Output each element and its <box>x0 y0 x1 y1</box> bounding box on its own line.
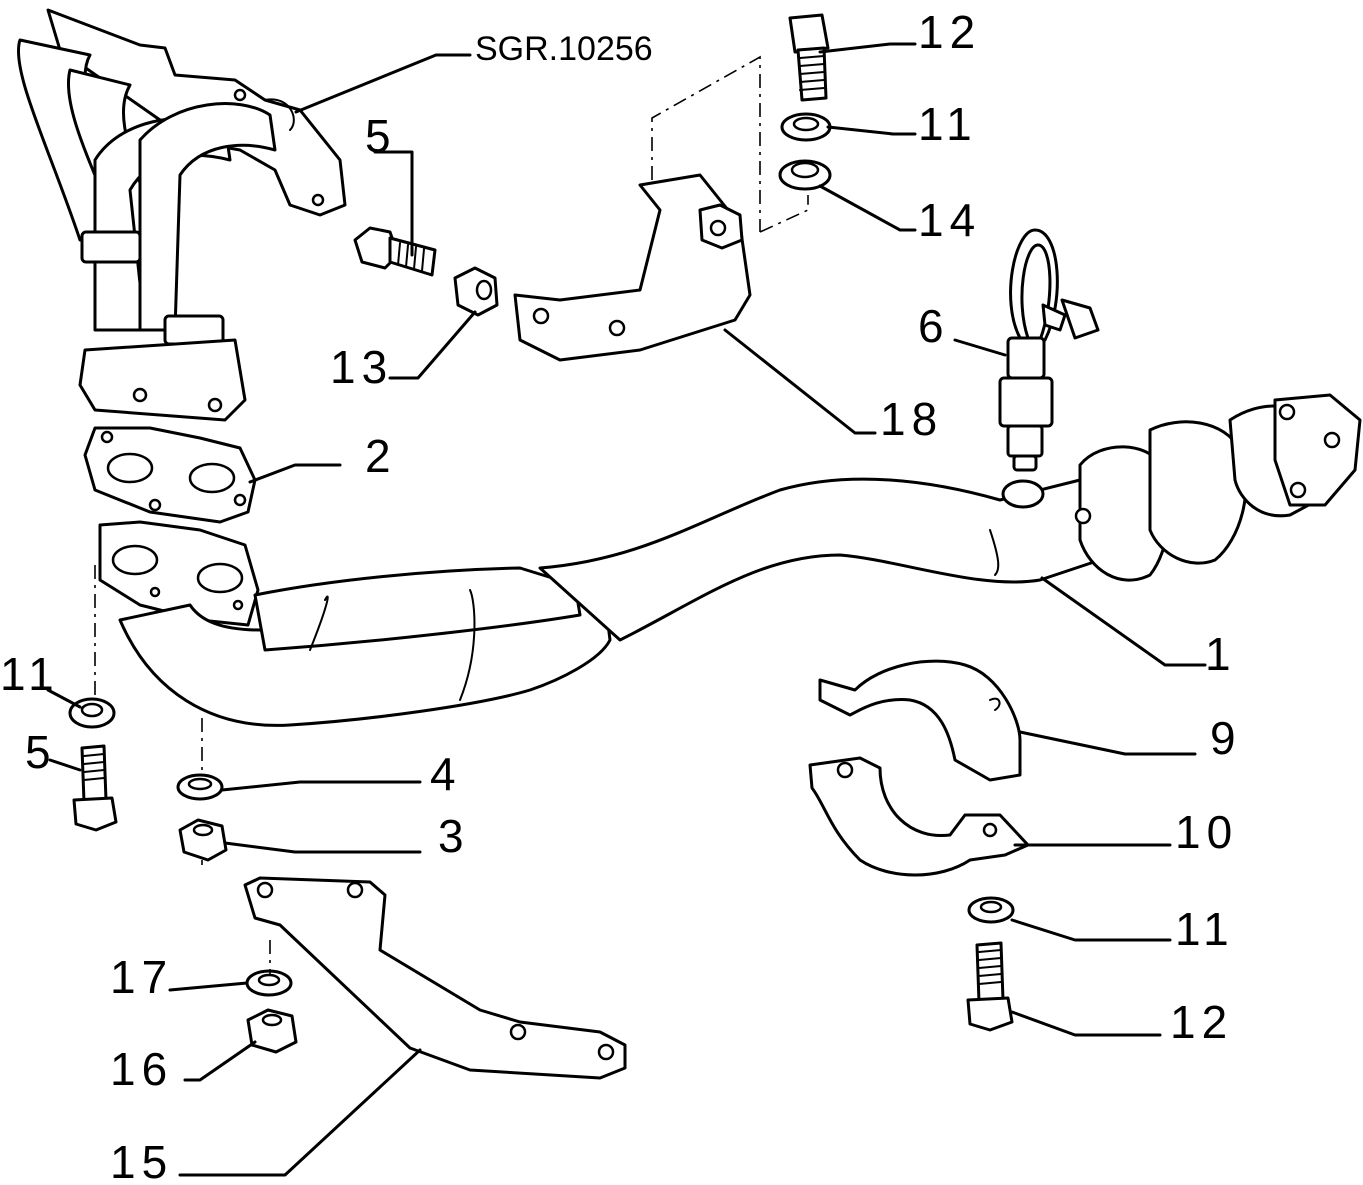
reference-code: SGR.10256 <box>475 30 653 68</box>
callout-11-left: 11 <box>0 648 60 700</box>
callout-10: 10 <box>1175 806 1238 858</box>
callout-14: 14 <box>918 194 981 246</box>
callout-15: 15 <box>110 1136 173 1180</box>
manifold-bracket <box>513 173 752 362</box>
callout-2: 2 <box>365 430 397 482</box>
bolt-washer-stack <box>778 13 832 191</box>
callout-16: 16 <box>110 1043 173 1095</box>
front-exhaust-pipe <box>98 393 1362 727</box>
support-bracket <box>243 876 627 1080</box>
callout-13: 13 <box>330 341 393 393</box>
exhaust-manifold <box>17 8 347 422</box>
callout-17: 17 <box>110 951 173 1003</box>
callout-11-top: 11 <box>918 98 978 150</box>
callout-12-right: 12 <box>1170 996 1233 1048</box>
assembly-axes <box>94 55 809 975</box>
bolt <box>353 226 437 277</box>
spacer <box>453 266 499 317</box>
callout-5-top: 5 <box>365 110 397 162</box>
callout-11-right: 11 <box>1175 903 1235 955</box>
pipe-clamp-upper <box>818 659 1022 782</box>
callout-3: 3 <box>438 810 470 862</box>
callout-labels: SGR.10256 5 12 11 14 13 6 18 2 1 9 10 11… <box>0 6 1242 1185</box>
callout-5-left: 5 <box>25 726 57 778</box>
oxygen-sensor <box>998 228 1100 472</box>
callout-1: 1 <box>1205 628 1237 680</box>
left-bolt-washer <box>68 697 118 832</box>
callout-4: 4 <box>430 748 462 800</box>
right-bolt-washer <box>966 896 1015 1032</box>
pipe-clamp-lower <box>808 756 1030 877</box>
gasket <box>83 426 257 524</box>
callout-6: 6 <box>918 300 950 352</box>
callout-12-top: 12 <box>918 6 981 58</box>
washer-and-nut-lower <box>245 969 298 1054</box>
washer-and-nut <box>176 773 228 862</box>
callout-18: 18 <box>880 393 943 445</box>
leader-lines <box>46 42 1207 1177</box>
callout-9: 9 <box>1210 712 1242 764</box>
